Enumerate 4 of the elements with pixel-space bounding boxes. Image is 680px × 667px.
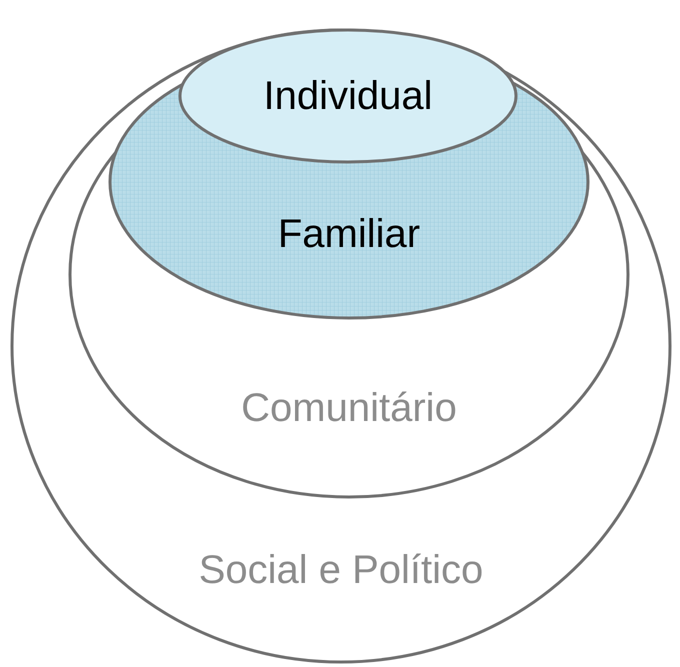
level-label: Comunitário	[240, 385, 458, 431]
level-label: Social e Político	[198, 547, 484, 593]
level-label: Individual	[262, 73, 434, 119]
level-label: Familiar	[276, 211, 422, 257]
